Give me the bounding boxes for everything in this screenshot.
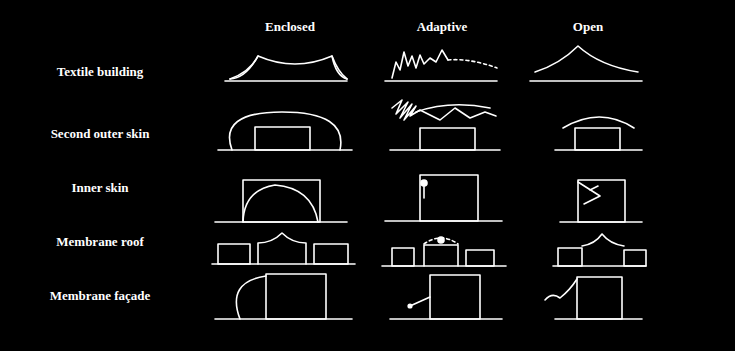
row-label: Membrane roof (56, 234, 143, 250)
column-header: Enclosed (265, 19, 315, 35)
row-label: Inner skin (71, 180, 128, 196)
row-label: Second outer skin (51, 126, 150, 142)
outer-skin-open-sketch (555, 117, 642, 150)
inner-skin-adaptive-sketch (385, 175, 502, 221)
row-label: Membrane façade (50, 288, 151, 304)
column-header: Adaptive (417, 19, 468, 35)
outer-skin-adaptive-sketch (390, 100, 500, 150)
facade-enclosed-sketch (215, 274, 352, 319)
roof-open-sketch (553, 234, 646, 266)
textile-adaptive-sketch (385, 50, 497, 81)
facade-adaptive-sketch (390, 275, 502, 319)
textile-open-sketch (530, 46, 642, 81)
column-header: Open (573, 19, 603, 35)
row-label: Textile building (57, 64, 144, 80)
facade-open-sketch (545, 277, 642, 319)
textile-enclosed-sketch (225, 56, 347, 81)
inner-skin-open-sketch (560, 180, 642, 222)
outer-skin-enclosed-sketch (218, 112, 352, 150)
inner-skin-enclosed-sketch (215, 180, 347, 222)
roof-adaptive-sketch (382, 237, 506, 266)
roof-enclosed-sketch (212, 233, 355, 264)
